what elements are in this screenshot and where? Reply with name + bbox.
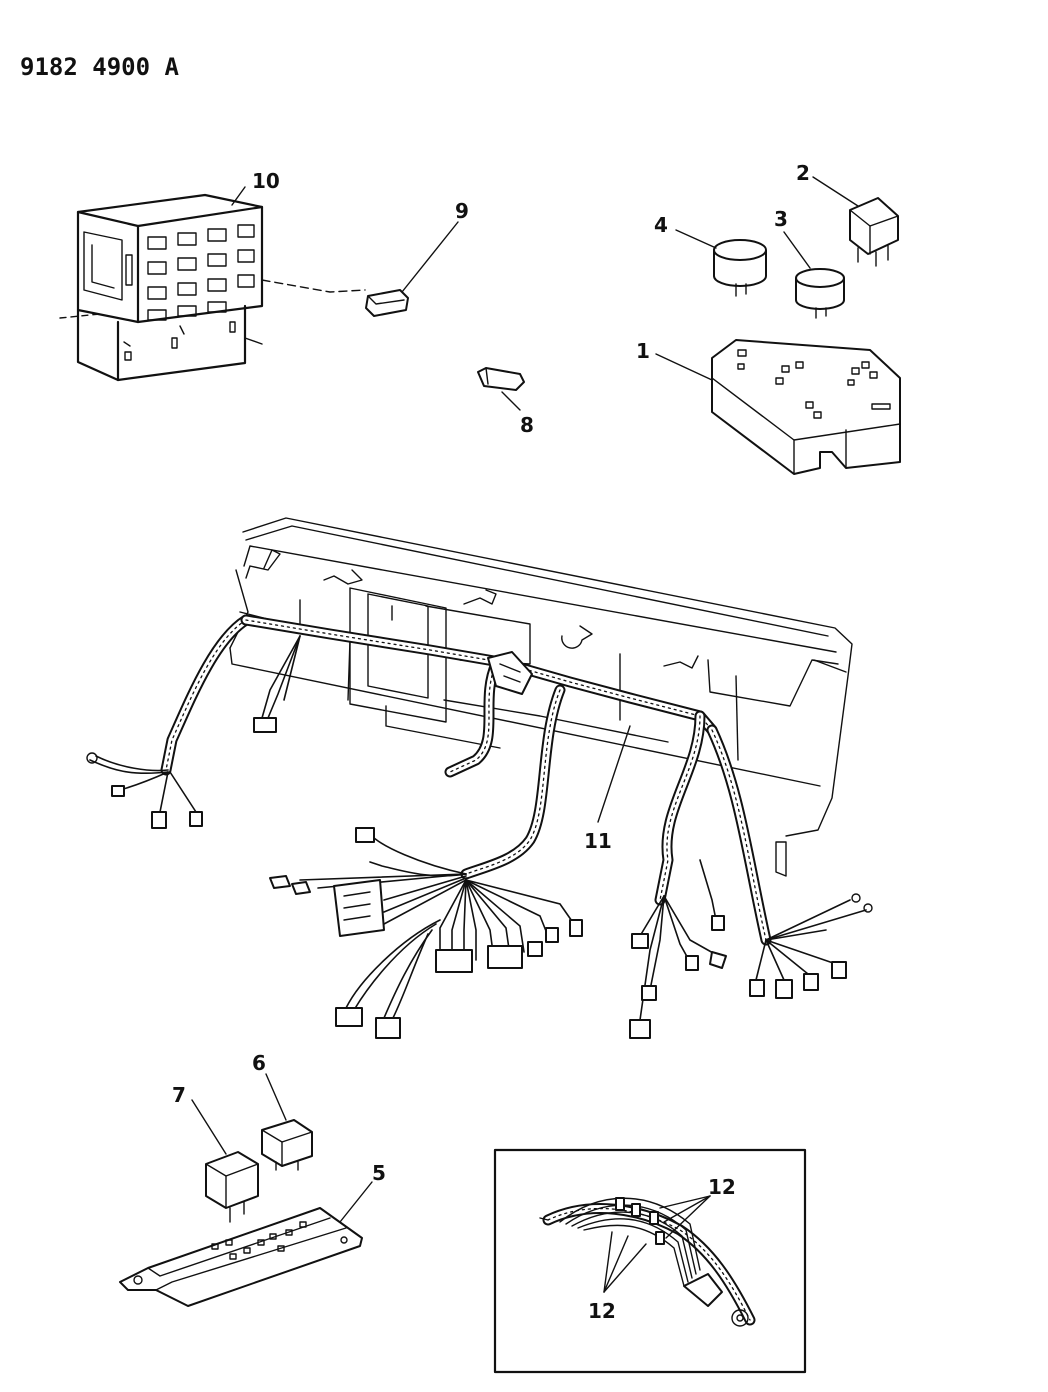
document-id: 9182 4900 A [20, 53, 179, 81]
callout-12-bottom: 12 [588, 1299, 616, 1323]
leader-4 [675, 229, 717, 249]
part-2-relay [849, 197, 899, 267]
leader-6 [265, 1073, 287, 1121]
callout-3: 3 [774, 207, 788, 231]
leaders-12-top [659, 1195, 711, 1239]
left-breakout [86, 635, 301, 829]
leader-8 [501, 391, 521, 411]
callout-1: 1 [636, 339, 650, 363]
part-5-bracket [119, 1207, 363, 1307]
leader-3 [783, 231, 811, 269]
leader-2 [812, 176, 859, 207]
part-3-flasher [795, 268, 845, 319]
leader-10 [231, 186, 246, 206]
leaders-12-bottom [603, 1231, 647, 1293]
leader-5 [339, 1181, 373, 1223]
callout-2: 2 [796, 161, 810, 185]
part-10-module [59, 193, 366, 382]
callout-8: 8 [520, 413, 534, 437]
part-11-harness [160, 614, 772, 946]
callout-6: 6 [252, 1051, 266, 1075]
callout-7: 7 [172, 1083, 186, 1107]
callout-4: 4 [654, 213, 668, 237]
callout-9: 9 [455, 199, 469, 223]
callout-12-top: 12 [708, 1175, 736, 1199]
center-breakout [269, 827, 583, 1039]
part-7-relay [205, 1151, 259, 1223]
part-1-fuse-block [711, 339, 901, 475]
part-8-socket [477, 367, 525, 391]
leader-7 [191, 1099, 227, 1155]
part-6-relay [261, 1119, 313, 1171]
leader-1 [655, 353, 713, 381]
part-4-flasher [713, 239, 767, 297]
callout-5: 5 [372, 1161, 386, 1185]
leader-9 [401, 221, 459, 293]
leader-11 [597, 725, 631, 823]
callout-11: 11 [584, 829, 612, 853]
detail-inset [493, 1148, 807, 1374]
part-9-connector [365, 289, 409, 317]
callout-10: 10 [252, 169, 280, 193]
right-breakout [629, 859, 873, 1039]
